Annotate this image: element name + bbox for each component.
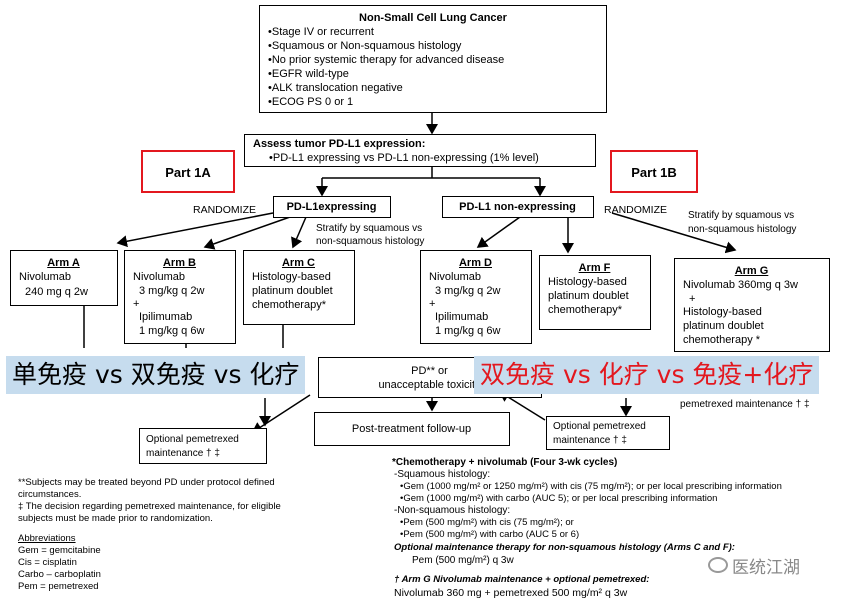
- eligibility-item: •Squamous or Non-squamous histology: [268, 40, 462, 52]
- arm-f-box: Arm F Histology-based platinum doublet c…: [539, 255, 651, 330]
- abbrev-title: Abbreviations: [18, 533, 76, 544]
- footnote: circumstances.: [18, 489, 82, 500]
- chemo-sq2: •Gem (1000 mg/m²) with carbo (AUC 5); or…: [400, 493, 718, 504]
- assess-pdl1-box: Assess tumor PD-L1 expression: •PD-L1 ex…: [244, 134, 596, 167]
- eligibility-title: Non-Small Cell Lung Cancer: [359, 12, 507, 24]
- stratify-left-2: non-squamous histology: [316, 236, 425, 247]
- chemo-optional: Optional maintenance therapy for non-squ…: [394, 542, 735, 553]
- abbrev-item: Gem = gemcitabine: [18, 545, 101, 556]
- stratify-left-1: Stratify by squamous vs: [316, 223, 423, 234]
- footnote: subjects must be made prior to randomiza…: [18, 513, 213, 524]
- chemo-squamous: -Squamous histology:: [394, 469, 491, 480]
- followup-box: Post-treatment follow-up: [314, 412, 510, 446]
- part-1b-label: Part 1B: [610, 150, 698, 193]
- chemo-optional-dose: Pem (500 mg/m²) q 3w: [412, 555, 514, 566]
- chemo-arm-g-dose: Nivolumab 360 mg + pemetrexed 500 mg/m² …: [394, 587, 628, 599]
- abbrev-item: Carbo – carboplatin: [18, 569, 101, 580]
- eligibility-box: Non-Small Cell Lung Cancer •Stage IV or …: [259, 5, 607, 113]
- wechat-icon: [708, 557, 728, 573]
- optional-pem-left-box: Optional pemetrexed maintenance † ‡: [139, 428, 267, 464]
- chemo-ns1: •Pem (500 mg/m²) with cis (75 mg/m²); or: [400, 517, 574, 528]
- pdl1-expressing-box: PD-L1expressing: [273, 196, 391, 218]
- chemo-nonsq: -Non-squamous histology:: [394, 505, 511, 516]
- assess-title: Assess tumor PD-L1 expression:: [253, 138, 426, 150]
- footnote: **Subjects may be treated beyond PD unde…: [18, 477, 275, 488]
- chemo-ns2: •Pem (500 mg/m²) with carbo (AUC 5 or 6): [400, 529, 580, 540]
- arm-g-box: Arm G Nivolumab 360mg q 3w + Histology-b…: [674, 258, 830, 352]
- assess-text: •PD-L1 expressing vs PD-L1 non-expressin…: [269, 152, 539, 164]
- arm-a-box: Arm A Nivolumab 240 mg q 2w: [10, 250, 118, 306]
- abbrev-item: Pem = pemetrexed: [18, 581, 99, 592]
- eligibility-item: •No prior systemic therapy for advanced …: [268, 54, 505, 66]
- footnote: ‡ The decision regarding pemetrexed main…: [18, 501, 281, 512]
- chemo-title: *Chemotherapy + nivolumab (Four 3-wk cyc…: [392, 457, 618, 468]
- watermark: 医统江湖: [732, 558, 800, 578]
- abbrev-item: Cis = cisplatin: [18, 557, 77, 568]
- arm-g-pem-maintenance: pemetrexed maintenance † ‡: [680, 399, 810, 410]
- banner-right: 双免疫 vs 化疗 vs 免疫+化疗: [474, 356, 820, 394]
- eligibility-item: •ALK translocation negative: [268, 82, 403, 94]
- randomize-left: RANDOMIZE: [193, 204, 256, 216]
- randomize-right: RANDOMIZE: [604, 204, 667, 216]
- pdl1-non-expressing-box: PD-L1 non-expressing: [442, 196, 594, 218]
- chemo-arm-g-title: † Arm G Nivolumab maintenance + optional…: [394, 574, 650, 585]
- arm-b-box: Arm B Nivolumab 3 mg/kg q 2w + Ipilimuma…: [124, 250, 236, 344]
- arm-d-box: Arm D Nivolumab 3 mg/kg q 2w + Ipilimuma…: [420, 250, 532, 344]
- eligibility-item: •ECOG PS 0 or 1: [268, 96, 354, 108]
- chemo-sq1: •Gem (1000 mg/m² or 1250 mg/m²) with cis…: [400, 481, 782, 492]
- eligibility-item: •EGFR wild-type: [268, 68, 349, 80]
- arm-c-box: Arm C Histology-based platinum doublet c…: [243, 250, 355, 325]
- banner-left: 单免疫 vs 双免疫 vs 化疗: [6, 356, 306, 394]
- optional-pem-right-box: Optional pemetrexed maintenance † ‡: [546, 416, 670, 450]
- part-1a-label: Part 1A: [141, 150, 235, 193]
- eligibility-item: •Stage IV or recurrent: [268, 26, 374, 38]
- stratify-right-1: Stratify by squamous vs: [688, 210, 795, 221]
- stratify-right-2: non-squamous histology: [688, 224, 797, 235]
